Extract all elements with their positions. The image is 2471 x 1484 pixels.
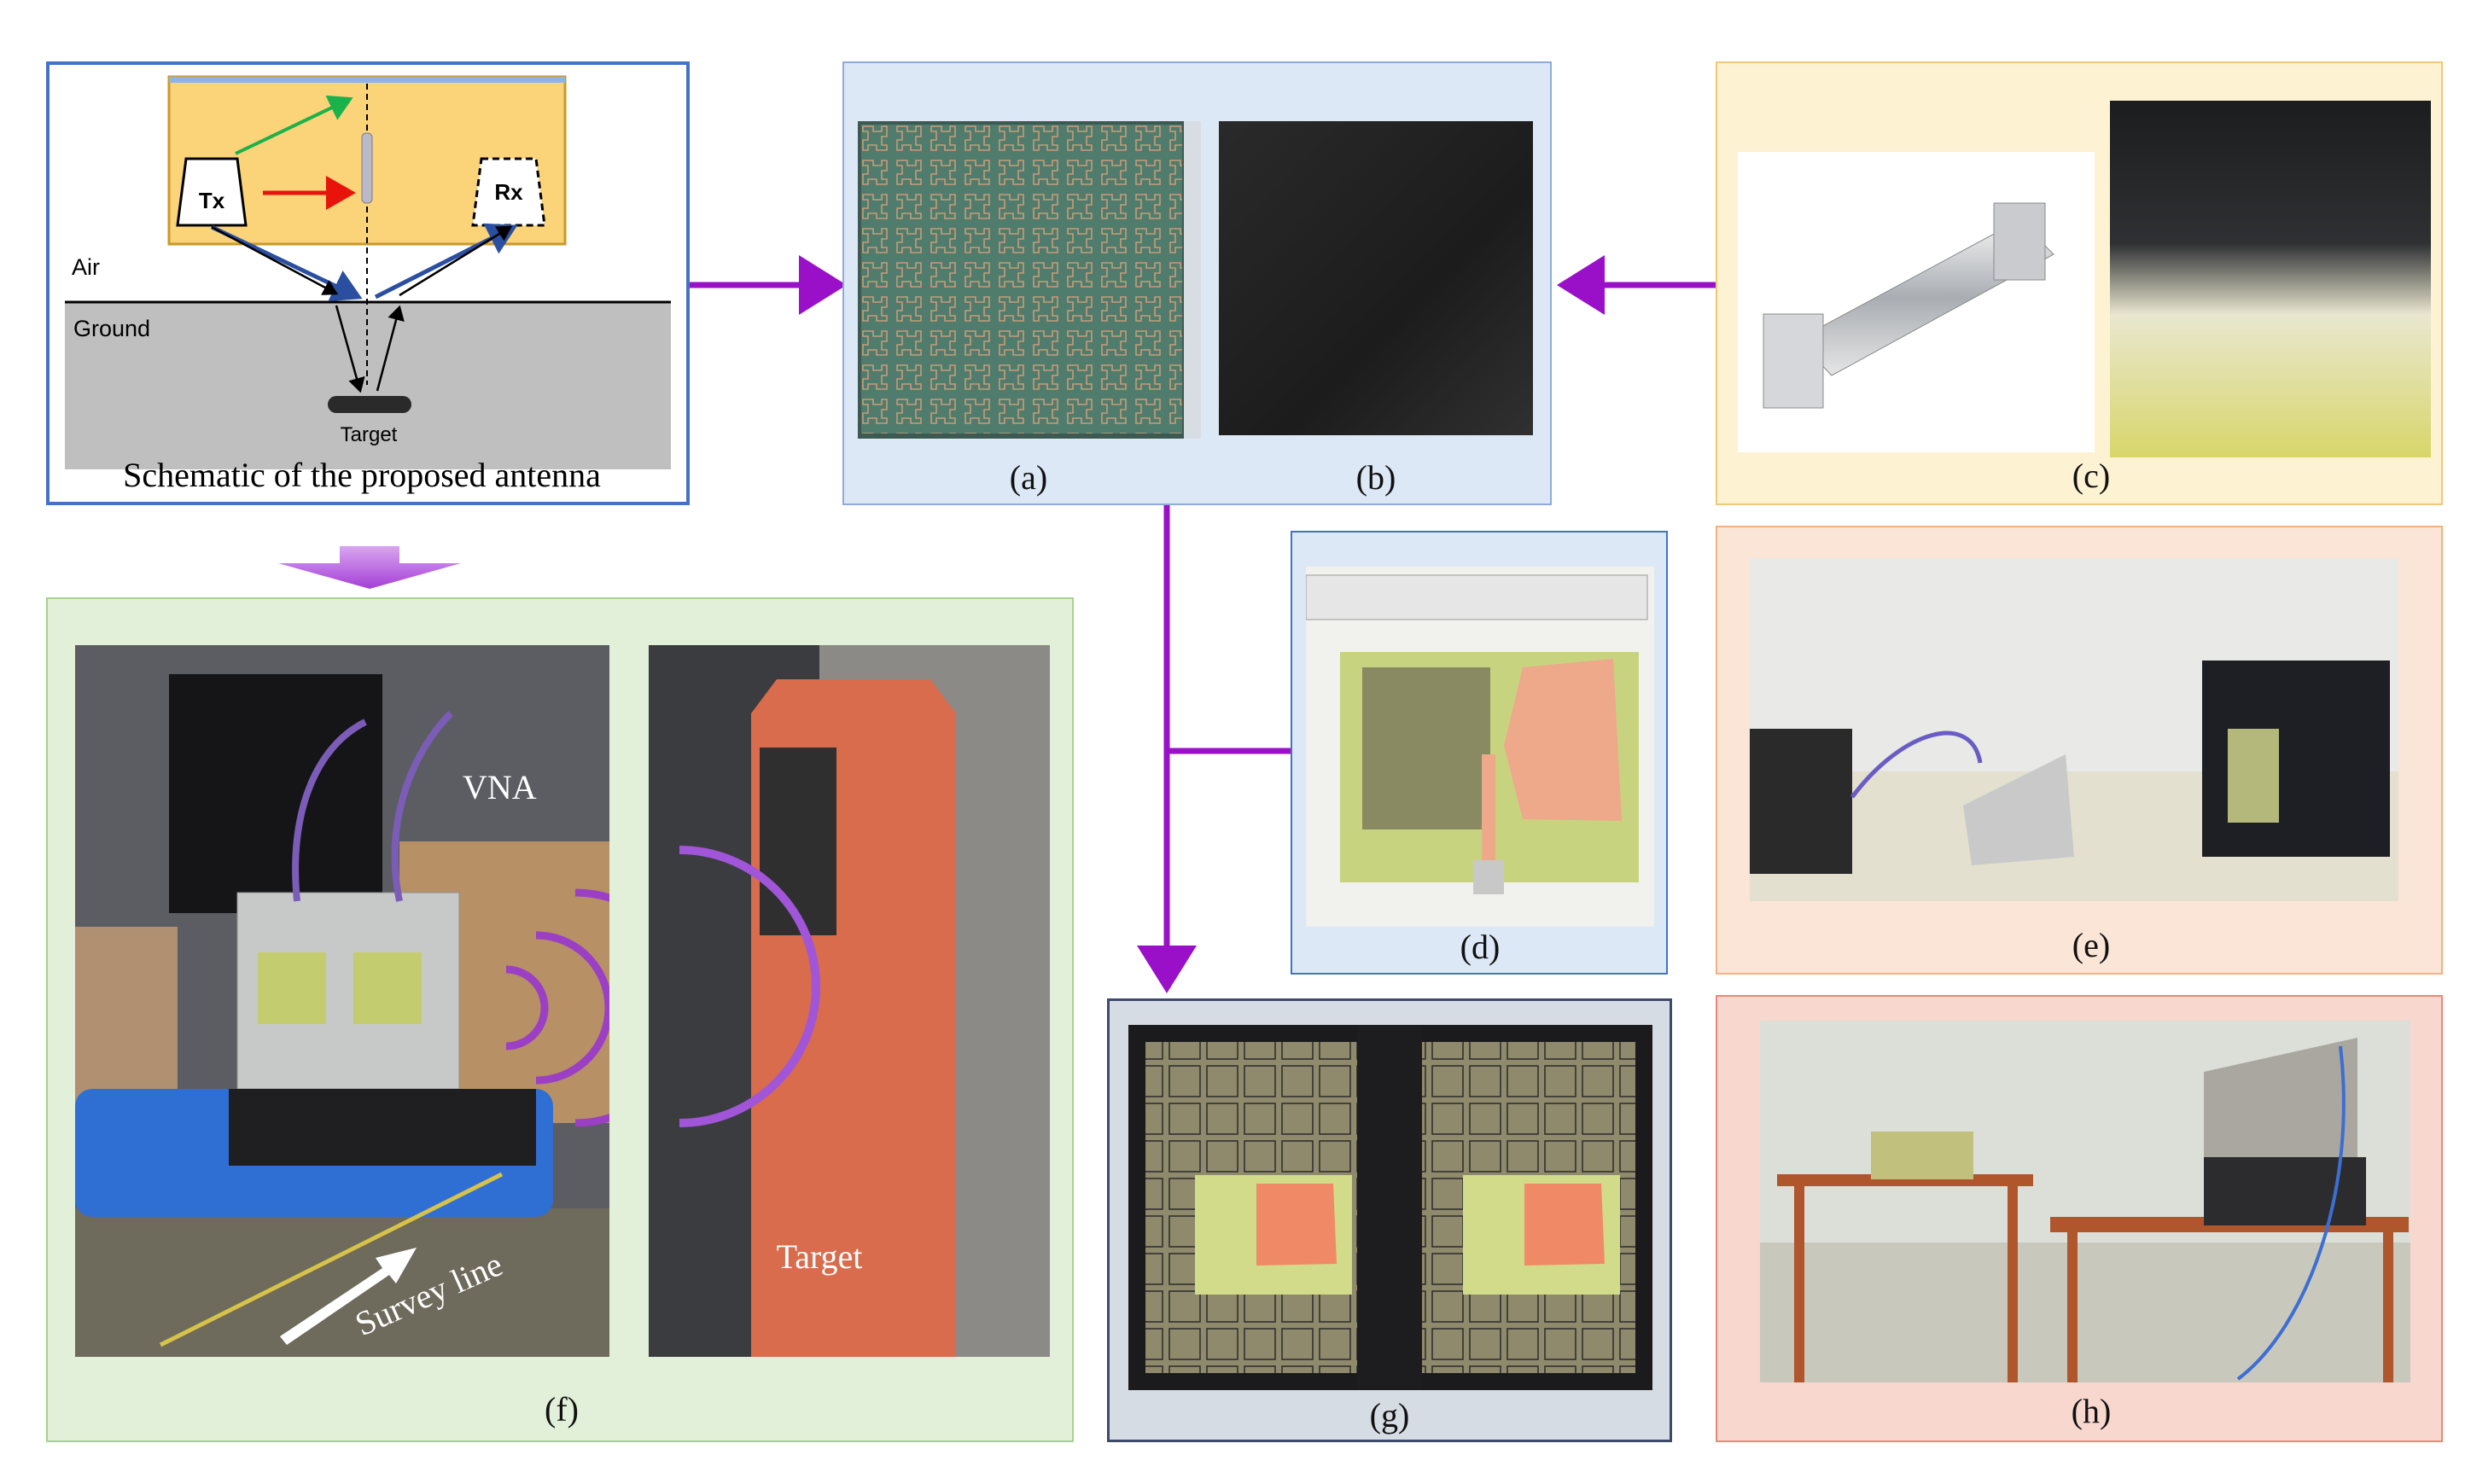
ground-label: Ground bbox=[73, 316, 150, 341]
field-test-photo: VNA Survey line bbox=[75, 645, 609, 1357]
fss-array-photo-g bbox=[1128, 1025, 1652, 1390]
schematic-drawing: Tx Rx Air Ground Target Schematic of the… bbox=[65, 75, 671, 494]
rx-antenna bbox=[471, 157, 546, 227]
applicator-bar-photo bbox=[1738, 152, 2095, 452]
block-arrow-down-icon bbox=[278, 546, 461, 589]
antenna-photo-d bbox=[1306, 567, 1654, 927]
tx-antenna bbox=[176, 157, 248, 227]
caption-b: (b) bbox=[1355, 458, 1396, 497]
caption-f: (f) bbox=[545, 1390, 579, 1429]
panel-f: VNA Survey line Target (f) bbox=[46, 597, 1074, 1442]
target-photo: Target bbox=[649, 645, 1050, 1357]
schematic-panel: Tx Rx Air Ground Target Schematic of the… bbox=[46, 61, 690, 505]
panel-c: (c) bbox=[1716, 61, 2443, 505]
vna-label: VNA bbox=[463, 768, 537, 806]
caption-a: (a) bbox=[1009, 458, 1048, 497]
caption-g: (g) bbox=[1369, 1396, 1410, 1435]
absorber-plate bbox=[361, 132, 373, 204]
direct-coupling-arrow bbox=[235, 95, 353, 155]
survey-arrow bbox=[280, 1248, 417, 1345]
target-label: Target bbox=[341, 423, 398, 446]
caption-c: (c) bbox=[2072, 457, 2111, 495]
tx-label: Tx bbox=[199, 188, 225, 213]
panel-h: (h) bbox=[1716, 995, 2443, 1442]
caption-h: (h) bbox=[2071, 1392, 2112, 1430]
air-label: Air bbox=[72, 254, 100, 280]
caption-d: (d) bbox=[1460, 928, 1501, 966]
fss-photo-a bbox=[858, 121, 1201, 439]
rx-label: Rx bbox=[494, 179, 523, 205]
panel-ab: (a) (b) bbox=[842, 61, 1552, 505]
schematic-caption: Schematic of the proposed antenna bbox=[123, 456, 601, 494]
outdoor-setup-photo-h bbox=[1760, 1021, 2410, 1382]
target-object bbox=[328, 396, 411, 413]
coating-process-photo bbox=[2110, 101, 2431, 457]
panel-g: (g) bbox=[1107, 998, 1672, 1442]
caption-e: (e) bbox=[2072, 926, 2111, 964]
panel-d: (d) bbox=[1291, 531, 1668, 975]
anechoic-setup-photo-e bbox=[1750, 558, 2398, 901]
panel-e: (e) bbox=[1716, 526, 2443, 975]
target-photo-label: Target bbox=[777, 1237, 863, 1276]
coated-panel-photo-b bbox=[1219, 121, 1533, 435]
